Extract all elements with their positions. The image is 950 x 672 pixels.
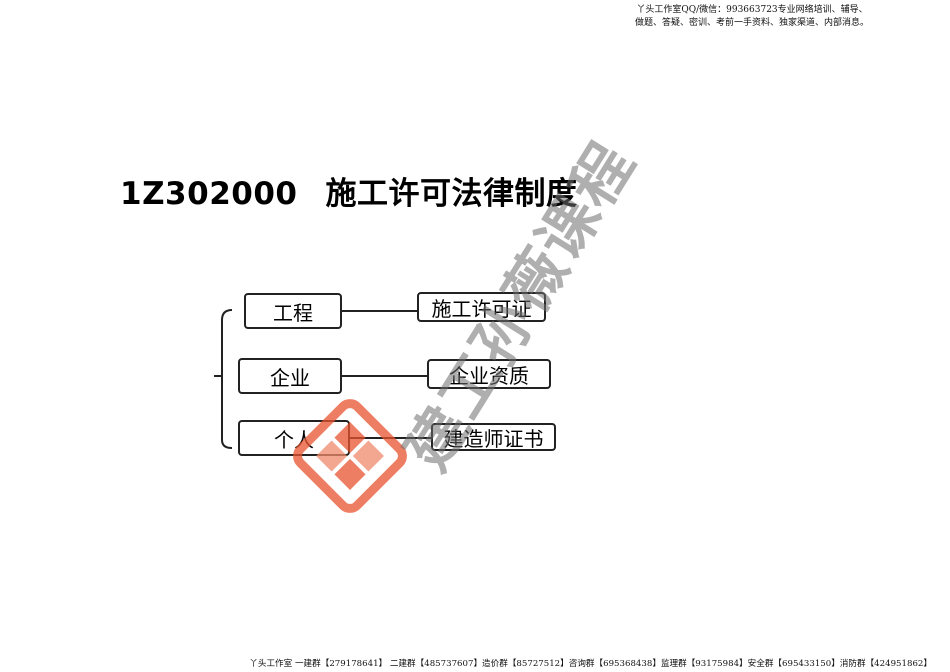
connector-line [342, 375, 428, 377]
connector-line [342, 310, 418, 312]
page-title: 1Z302000 施工许可法律制度 [120, 168, 577, 213]
diamond-cube-logo-icon [293, 399, 407, 513]
node-label: 企业 [270, 365, 310, 390]
header-note-line2: 做题、答疑、密训、考前一手资料、独家渠道、内部消息。 [634, 18, 869, 28]
node-constructor-certificate: 建造师证书 [431, 423, 556, 451]
header-note: 丫头工作室QQ/微信：993663723专业网络培训、辅导、 做题、答疑、密训、… [602, 4, 902, 30]
footer-note: 丫头工作室 一建群【279178641】 二建群【485737607】造价群【8… [249, 659, 932, 669]
node-label: 建造师证书 [443, 426, 544, 451]
node-construction-permit: 施工许可证 [417, 292, 546, 322]
node-enterprise-qualification: 企业资质 [427, 359, 551, 389]
node-label: 企业资质 [449, 363, 529, 388]
node-enterprise: 企业 [238, 358, 342, 394]
title-text: 施工许可法律制度 [325, 176, 578, 212]
title-code: 1Z302000 [120, 176, 298, 212]
node-label: 施工许可证 [431, 296, 532, 321]
node-label: 工程 [273, 300, 313, 325]
header-note-line1: 丫头工作室QQ/微信：993663723专业网络培训、辅导、 [636, 5, 868, 15]
node-engineering: 工程 [244, 293, 342, 329]
